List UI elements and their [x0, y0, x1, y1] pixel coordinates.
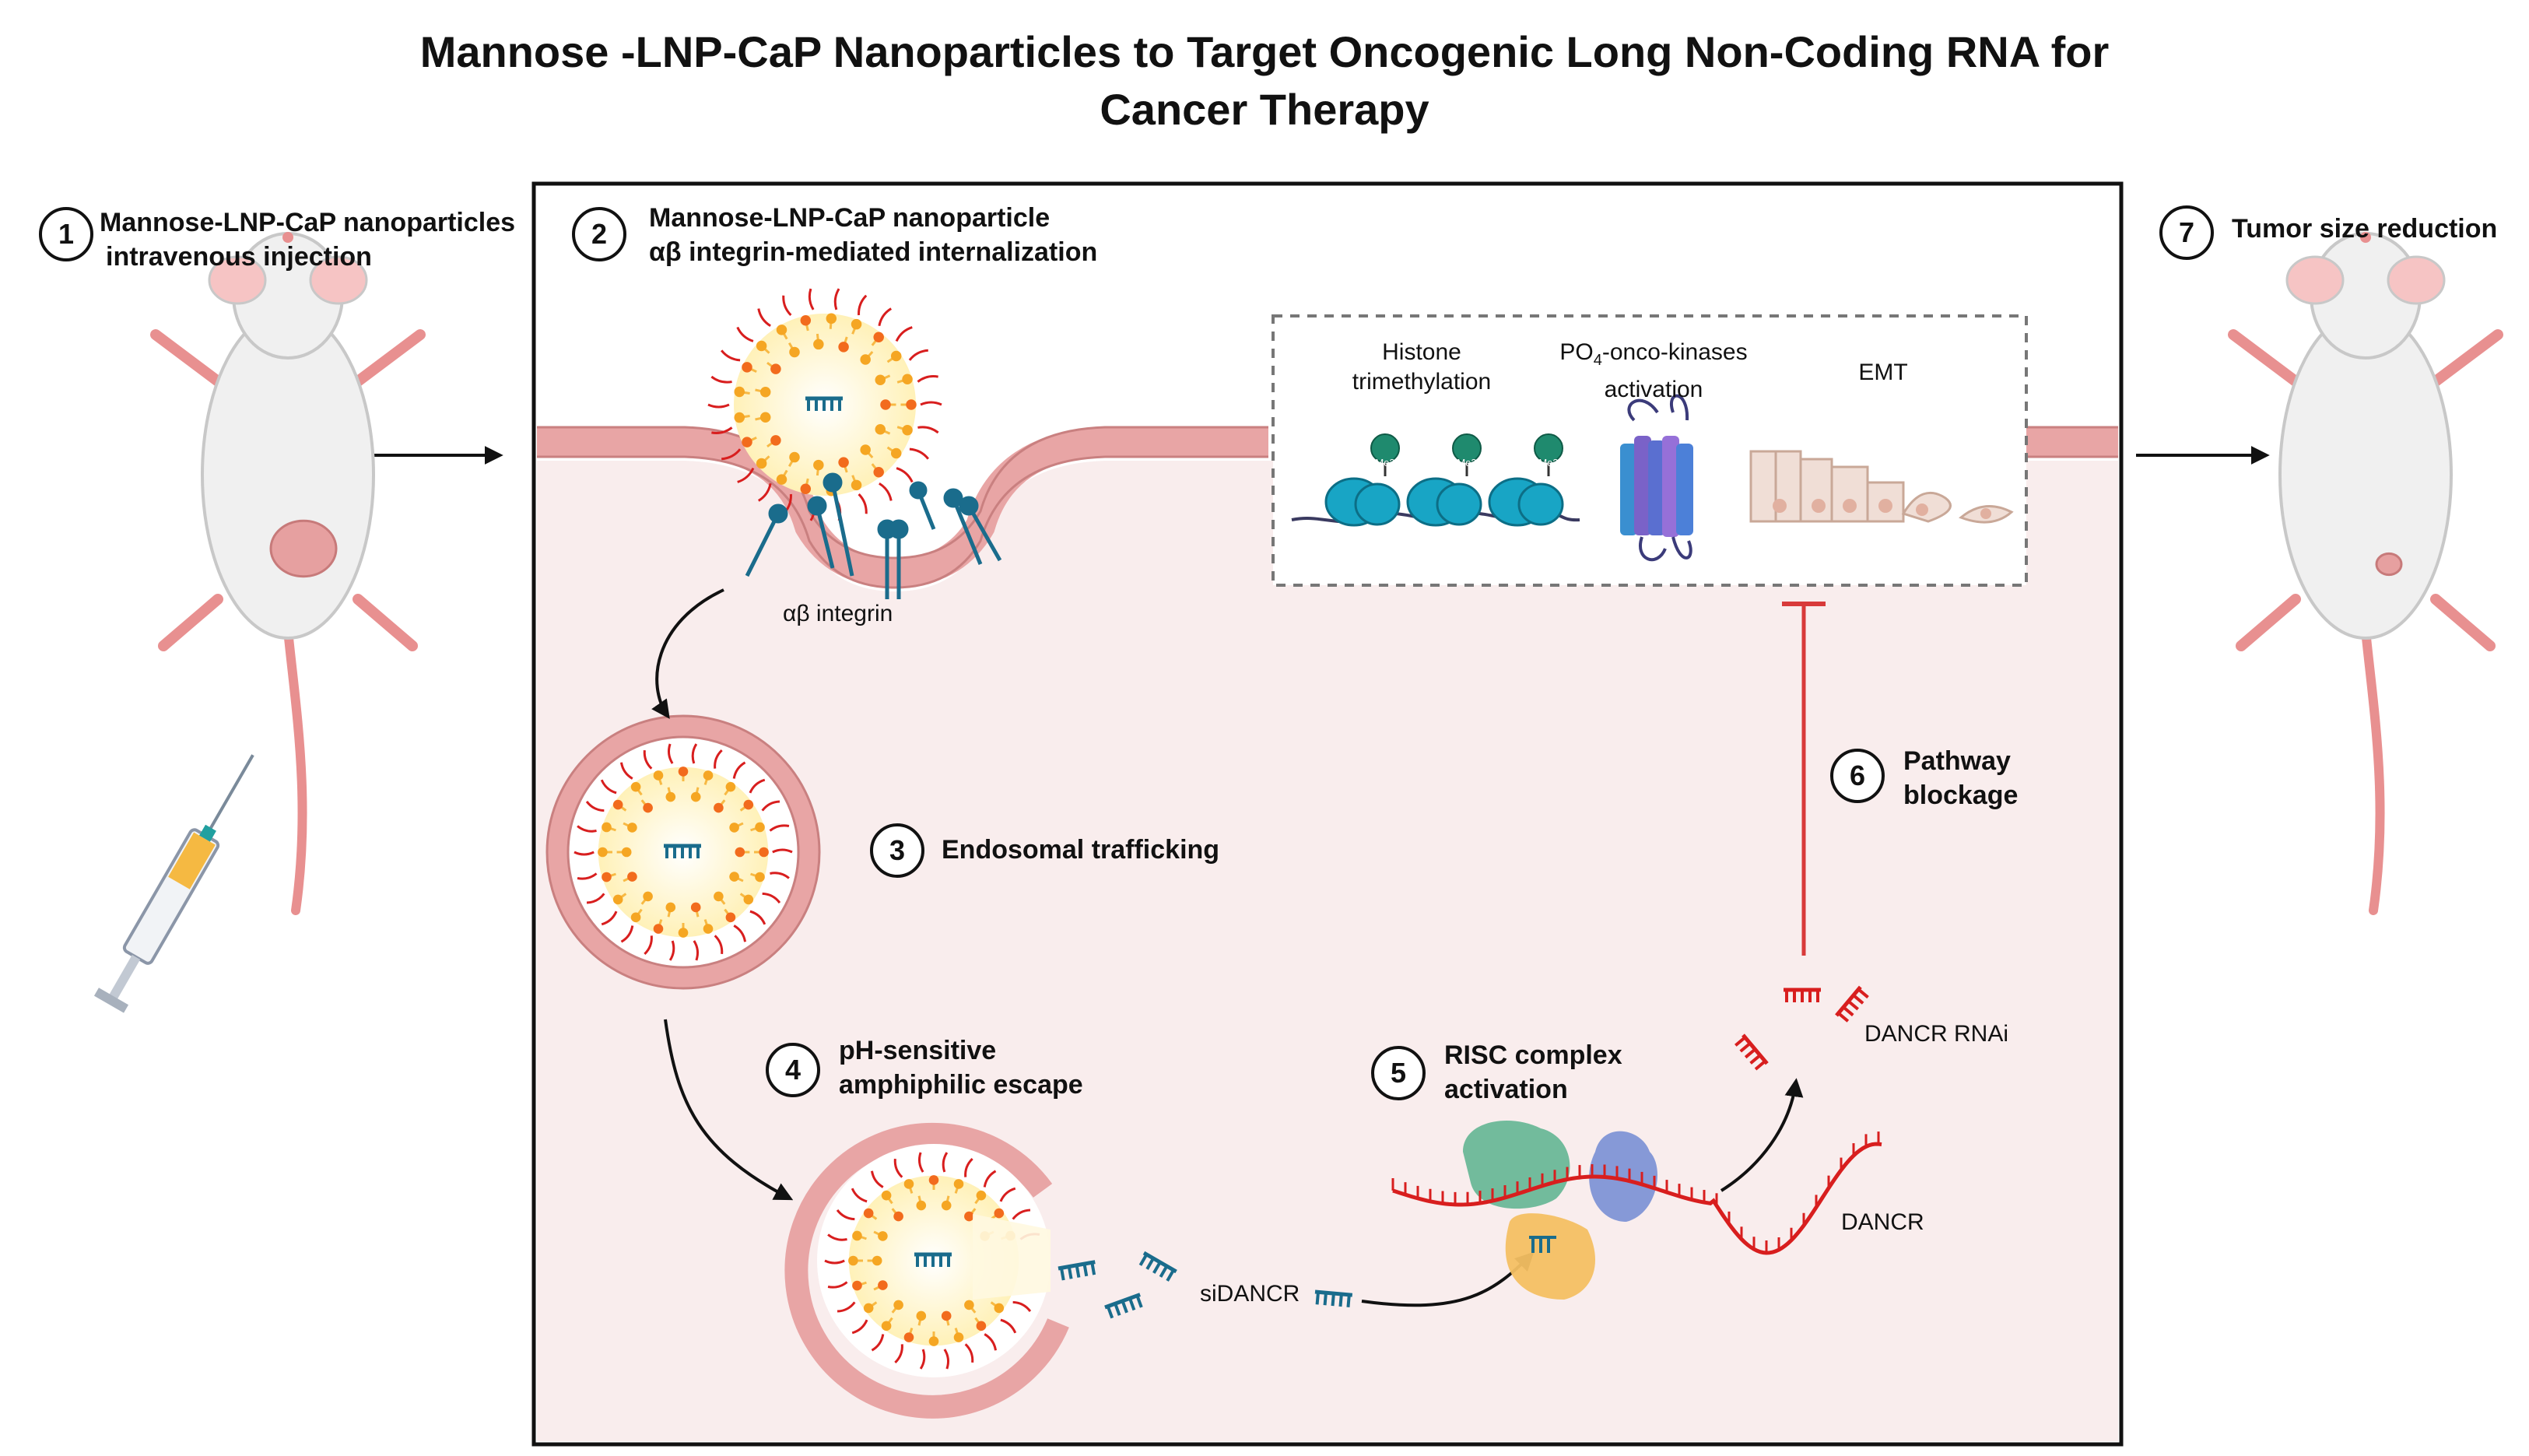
mouse-after-treatment	[2228, 232, 2503, 915]
integrin-receptors	[745, 472, 1002, 599]
step-4-badge: 4	[766, 1043, 820, 1097]
endosome	[545, 714, 821, 990]
escaping-endosome	[784, 1122, 1069, 1419]
sidancr-label: siDANCR	[1200, 1281, 1300, 1307]
kinase-label: PO4-onco-kinases activation	[1559, 339, 1748, 402]
dancr-rna	[1391, 1131, 1882, 1255]
histone-nucleosomes	[1291, 433, 1580, 527]
me3-tag-2: Me3	[1457, 457, 1477, 468]
diagram-title: Mannose -LNP-CaP Nanoparticles to Target…	[0, 23, 2529, 139]
dancr-label: DANCR	[1841, 1209, 1924, 1235]
dancr-rnai-fragments	[1735, 985, 1869, 1071]
emt-label: EMT	[1858, 360, 1908, 385]
step-6-badge: 6	[1830, 749, 1885, 803]
integrin-label: αβ integrin	[783, 601, 893, 626]
risc-complex	[1463, 1121, 1657, 1300]
step-3-badge: 3	[870, 823, 924, 878]
step-5-badge: 5	[1371, 1046, 1426, 1100]
mouse-with-tumor	[150, 232, 426, 915]
step-2-badge: 2	[572, 207, 626, 261]
me3-tag-3: Me3	[1538, 457, 1559, 468]
sidancr-strands	[1058, 1251, 1353, 1319]
syringe-icon	[93, 754, 254, 1013]
me3-tag-1: Me3	[1375, 457, 1395, 468]
kinase-channel	[1620, 394, 1693, 562]
emt-cells	[1749, 450, 2014, 524]
step-1-badge: 1	[39, 207, 93, 261]
trafficking-arrow	[664, 1019, 794, 1201]
step-3-label: Endosomal trafficking	[942, 835, 1220, 865]
step-7-badge: 7	[2159, 205, 2214, 260]
title-line-1: Mannose -LNP-CaP Nanoparticles to Target…	[419, 27, 2110, 76]
step-7-label: Tumor size reduction	[2232, 214, 2498, 244]
internalization-arrow	[651, 588, 724, 719]
title-line-2: Cancer Therapy	[1100, 85, 1429, 134]
dancr-rnai-label: DANCR RNAi	[1864, 1021, 2009, 1047]
rnai-arrow	[1720, 1078, 1804, 1192]
nanoparticle-surface	[707, 288, 942, 521]
